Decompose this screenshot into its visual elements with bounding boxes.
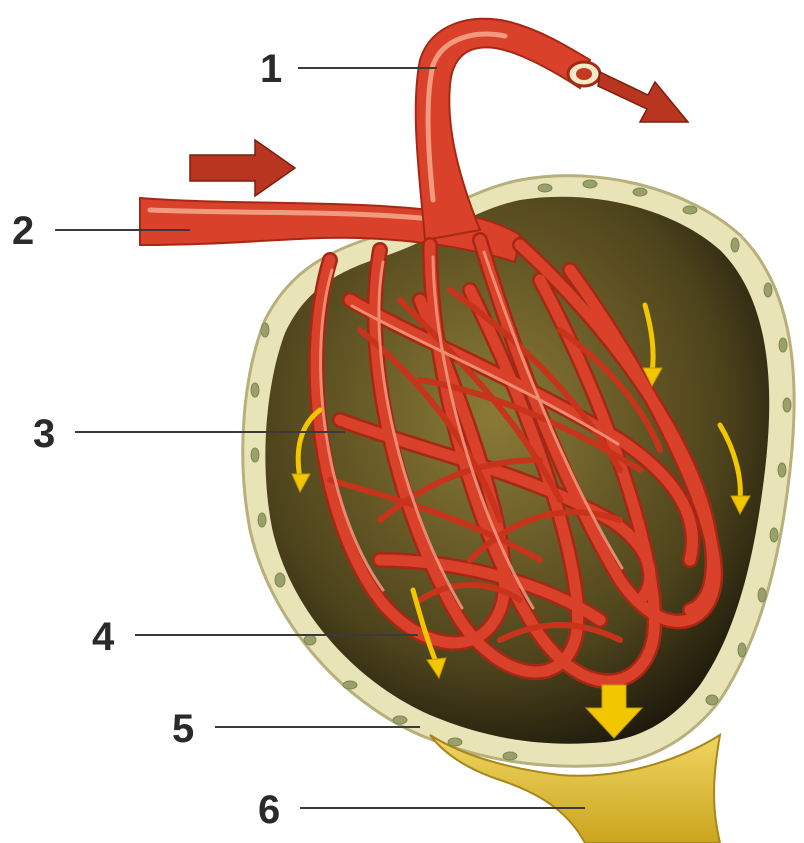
callout-number-3: 3 xyxy=(33,412,55,456)
callout-number-4: 4 xyxy=(92,615,115,659)
callout-number-2: 2 xyxy=(12,209,34,253)
callout-number-1: 1 xyxy=(260,47,282,91)
outflow-arrow-icon xyxy=(598,72,688,122)
inflow-arrow-icon xyxy=(190,140,295,196)
callout-number-5: 5 xyxy=(172,707,194,751)
callout-number-6: 6 xyxy=(258,788,280,832)
